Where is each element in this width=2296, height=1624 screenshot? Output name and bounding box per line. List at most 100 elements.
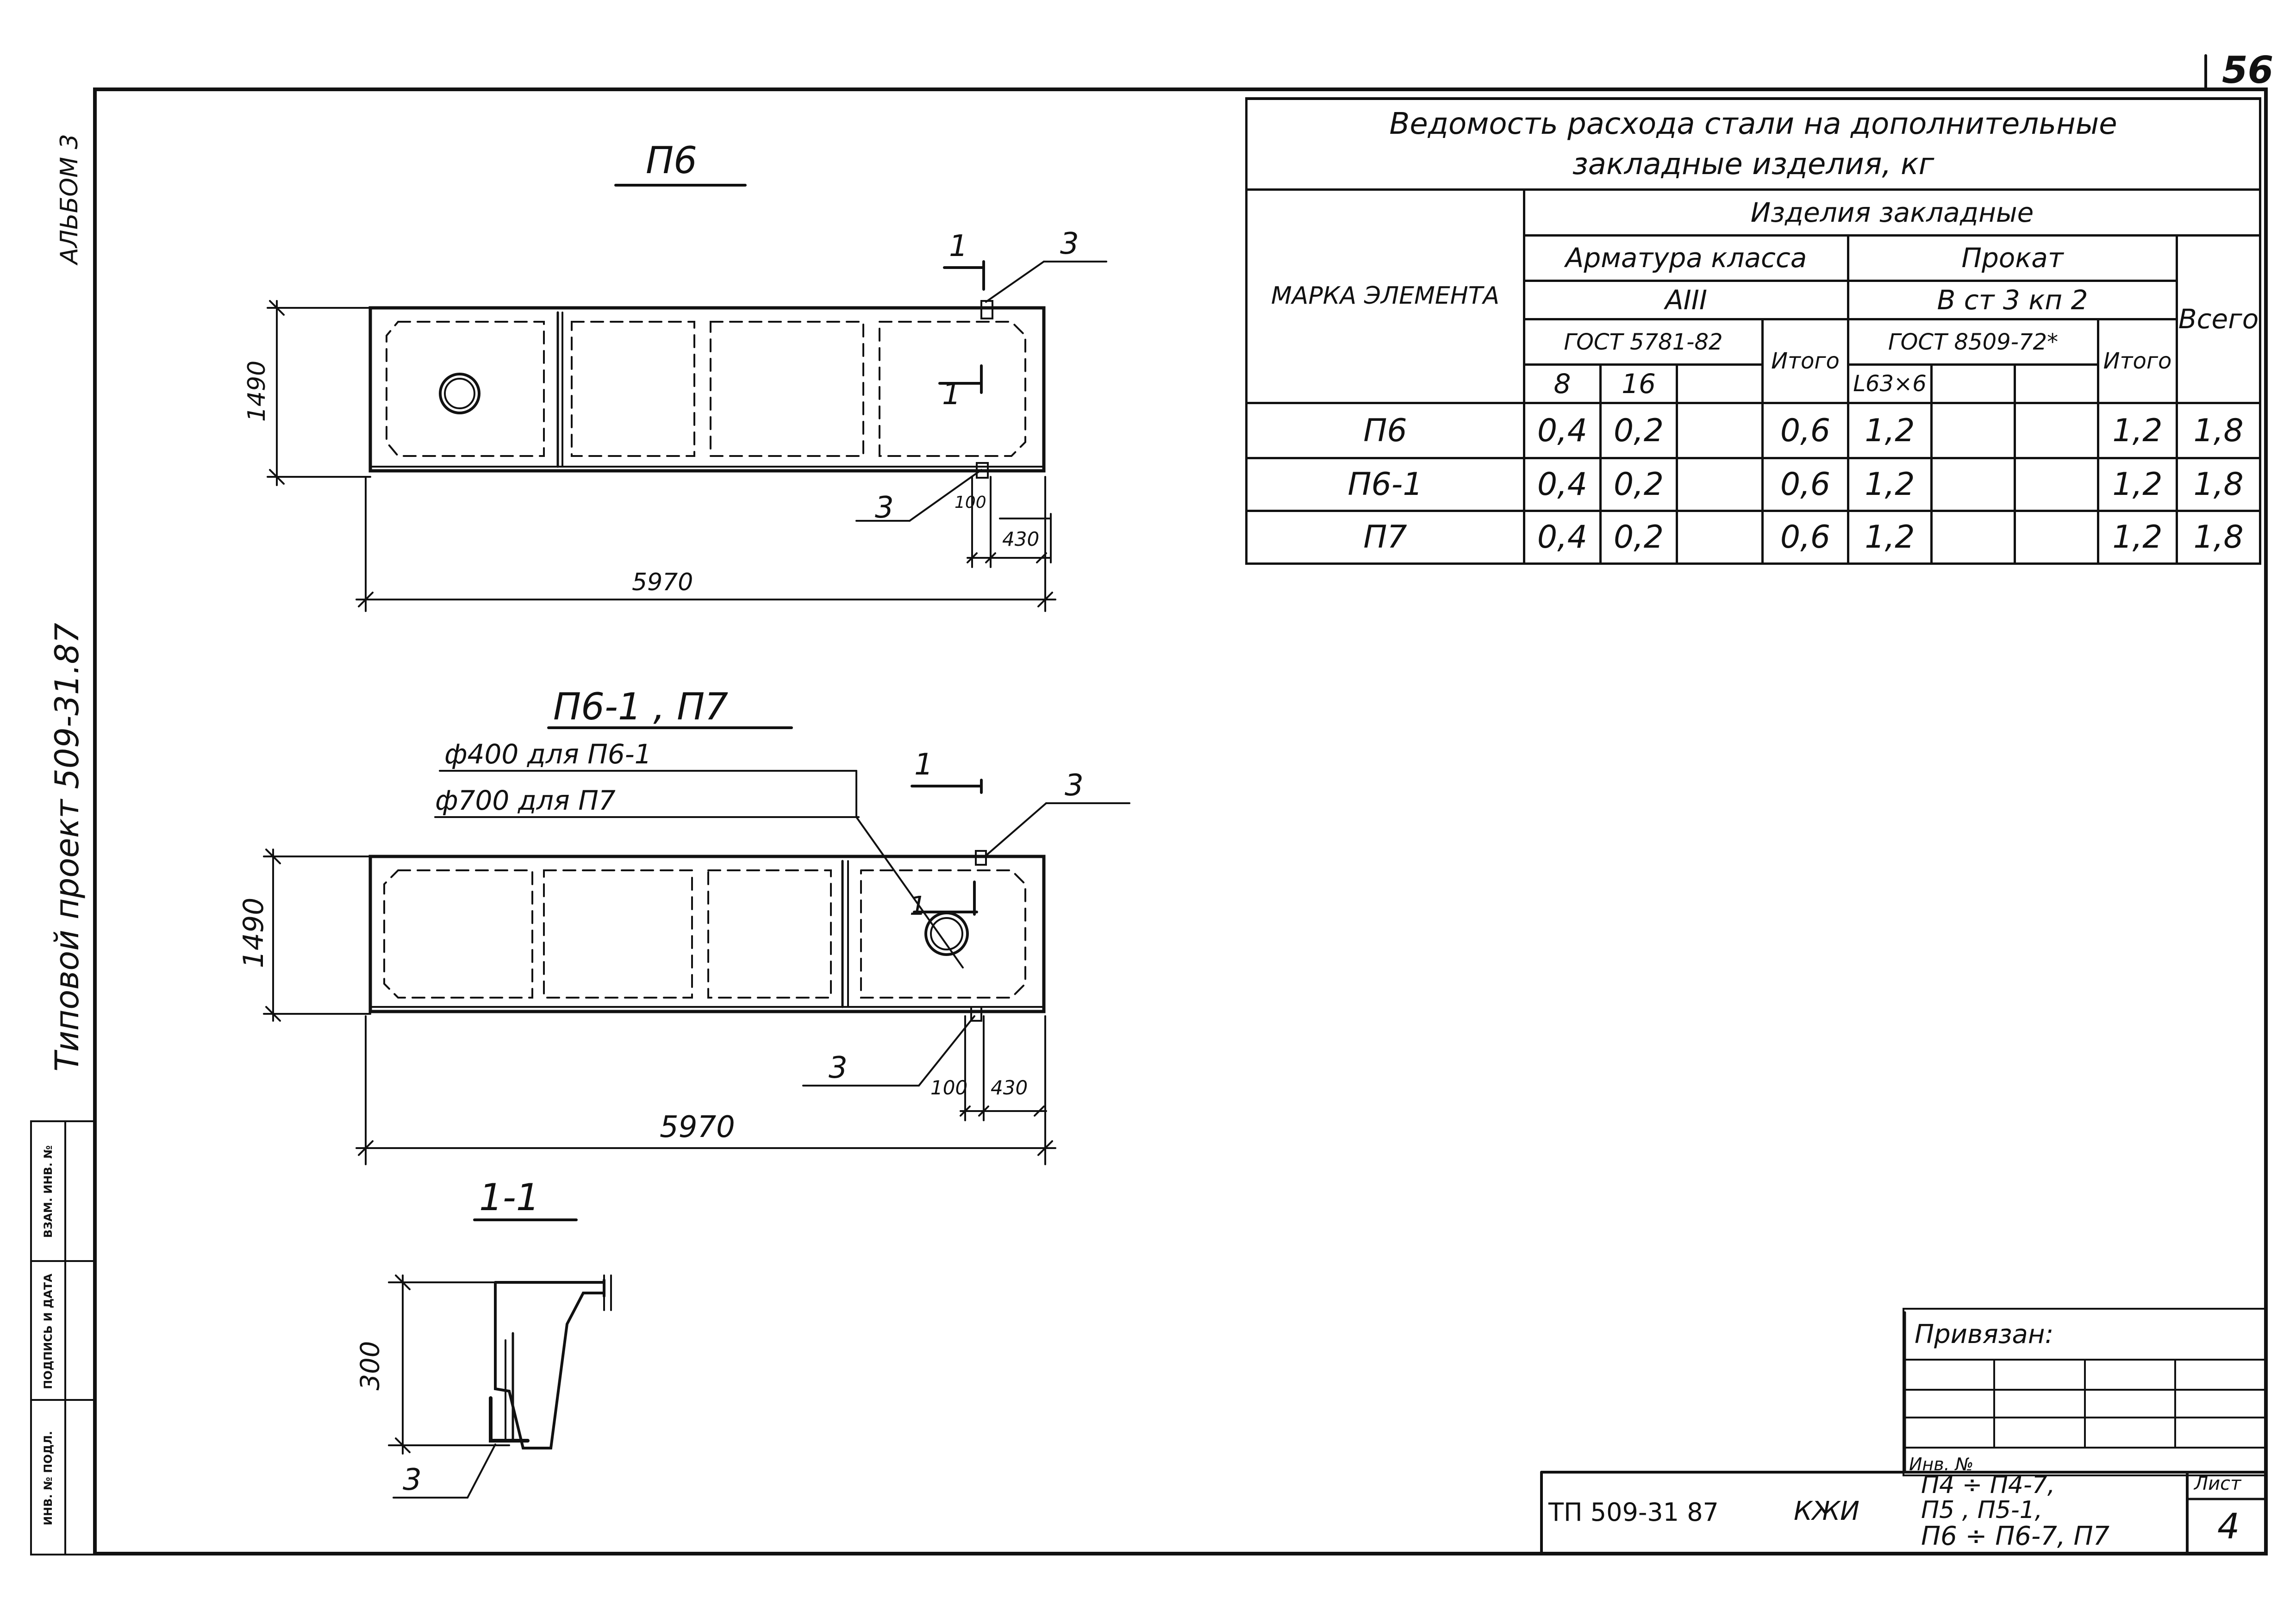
header-d16: 16 [1599, 363, 1678, 405]
row-empty [1930, 402, 2016, 460]
header-group: Изделия закладные [1522, 188, 2262, 237]
table-row: П6-1 0,4 0,2 0,6 1,2 1,2 1,8 [1245, 457, 2262, 512]
header-rolled-gost: ГОСТ 8509-72* [1847, 318, 2099, 366]
p6-1-view-title: П6-1 , П7 [553, 685, 729, 728]
row-empty [2014, 402, 2099, 460]
p6-1-section-mark-bottom: 1 [910, 891, 926, 921]
table-row: П7 0,4 0,2 0,6 1,2 1,2 1,8 [1245, 510, 2262, 565]
p6-dashed-panels [386, 321, 1026, 457]
header-rolled-grade: В ст 3 кп 2 [1847, 280, 2178, 320]
row-empty [1676, 457, 1764, 512]
stamp-signature: ПОДПИСЬ И ДАТА [42, 1274, 55, 1389]
p6-1-dashed-panels [383, 869, 1026, 999]
title-desc3: П6 ÷ П6-7, П7 [1921, 1521, 2110, 1551]
row-p1: 1,2 [1847, 402, 1933, 460]
p6-plan-outline [368, 184, 1046, 473]
table-title-line1: Ведомость расхода стали на дополнительны… [1389, 107, 2117, 142]
header-rolled: Прокат [1847, 234, 2178, 282]
row-a8: 0,4 [1523, 402, 1602, 460]
row-a8: 0,4 [1523, 510, 1602, 565]
row-mark: П6-1 [1245, 457, 1525, 512]
row-empty [1676, 510, 1764, 565]
row-p-sum: 1,2 [2097, 457, 2178, 512]
p6-1-plan-outline [368, 855, 1046, 1013]
row-p1: 1,2 [1847, 510, 1933, 565]
row-mark: П7 [1245, 510, 1525, 565]
stamp-inv: ИНВ. № ПОДЛ. [42, 1430, 55, 1526]
row-p-sum: 1,2 [2097, 510, 2178, 565]
row-a16: 0,2 [1599, 457, 1678, 512]
p6-hole [439, 373, 480, 414]
row-a-sum: 0,6 [1761, 402, 1849, 460]
row-a-sum: 0,6 [1761, 457, 1849, 512]
stamp-vzam: ВЗАМ. ИНВ. № [42, 1145, 55, 1238]
sheet-label: Лист [2194, 1473, 2241, 1494]
row-a-sum: 0,6 [1761, 510, 1849, 565]
p6-section-mark-top: 1 [949, 229, 968, 263]
header-empty [1930, 363, 2016, 405]
title-code: ТП 509-31 87 [1548, 1498, 1719, 1527]
table-row: П6 0,4 0,2 0,6 1,2 1,2 1,8 [1245, 402, 2262, 460]
table-title: Ведомость расхода стали на дополнительны… [1245, 97, 2262, 191]
album-label: АЛЬБОМ 3 [56, 134, 83, 264]
p6-dim-430: 430 [1002, 528, 1040, 550]
row-total: 1,8 [2175, 402, 2262, 460]
row-total: 1,8 [2175, 510, 2262, 565]
header-mark: МАРКА ЭЛЕМЕНТА [1245, 188, 1525, 405]
p6-1-dim-430: 430 [991, 1076, 1028, 1099]
p6-callout-bottom: 3 [875, 491, 894, 525]
title-section: КЖИ [1794, 1496, 1859, 1526]
header-empty [2014, 363, 2099, 405]
row-p-sum: 1,2 [2097, 402, 2178, 460]
frame-border [93, 87, 2268, 1555]
header-profile: L63×6 [1847, 363, 1933, 405]
section-1-1-profile [489, 1279, 605, 1449]
binding-label: Привязан: [1903, 1308, 2266, 1361]
p6-section-mark-bottom: 1 [942, 377, 961, 412]
p6-dim-100: 100 [955, 493, 986, 512]
sheet-number: 56 [2222, 49, 2274, 92]
header-d8: 8 [1523, 363, 1602, 405]
header-rebar-subtotal: Итого [1761, 318, 1849, 405]
row-a16: 0,2 [1599, 402, 1678, 460]
p6-1-hole [924, 912, 969, 956]
header-rolled-subtotal: Итого [2097, 318, 2178, 405]
project-label: Типовой проект 509-31.87 [48, 623, 86, 1072]
binding-inv: Инв. № [1903, 1447, 2266, 1476]
row-empty [2014, 510, 2099, 565]
row-empty [1676, 402, 1764, 460]
header-rebar-gost: ГОСТ 5781-82 [1523, 318, 1764, 366]
p6-1-height-dim: 1490 [237, 897, 270, 968]
p6-1-length-dim: 5970 [660, 1110, 735, 1144]
p6-height-dim: 1490 [243, 360, 271, 422]
table-title-line2: закладные изделия, кг [1572, 147, 1934, 181]
row-mark: П6 [1245, 402, 1525, 460]
row-empty [1930, 457, 2016, 512]
row-a16: 0,2 [1599, 510, 1678, 565]
p6-1-note-700: ф700 для П7 [435, 785, 616, 816]
p6-1-note-lines [434, 770, 964, 968]
header-rebar-class: АIII [1523, 280, 1849, 320]
p6-view-title: П6 [646, 139, 698, 182]
section-height-dim: 300 [355, 1341, 386, 1391]
section-callout: 3 [403, 1463, 422, 1497]
sheet-no: 4 [2217, 1505, 2240, 1547]
header-rebar: Арматура класса [1523, 234, 1849, 282]
title-desc1: П4 ÷ П4-7, [1921, 1471, 2055, 1499]
p6-1-section-mark-top: 1 [914, 748, 933, 782]
margin-stamp: ВЗАМ. ИНВ. № ПОДПИСЬ И ДАТА ИНВ. № ПОДЛ. [30, 1120, 95, 1555]
p6-1-dim-100: 100 [930, 1076, 968, 1099]
header-empty [1676, 363, 1764, 405]
steel-consumption-table: Ведомость расхода стали на дополнительны… [1245, 97, 2262, 565]
p6-1-callout-top: 3 [1065, 768, 1084, 803]
row-p1: 1,2 [1847, 457, 1933, 512]
row-total: 1,8 [2175, 457, 2262, 512]
row-empty [2014, 457, 2099, 512]
p6-length-dim: 5970 [632, 568, 693, 596]
row-empty [1930, 510, 2016, 565]
row-a8: 0,4 [1523, 457, 1602, 512]
p6-callout-top: 3 [1060, 227, 1079, 261]
p6-1-callout-bottom: 3 [829, 1051, 848, 1085]
